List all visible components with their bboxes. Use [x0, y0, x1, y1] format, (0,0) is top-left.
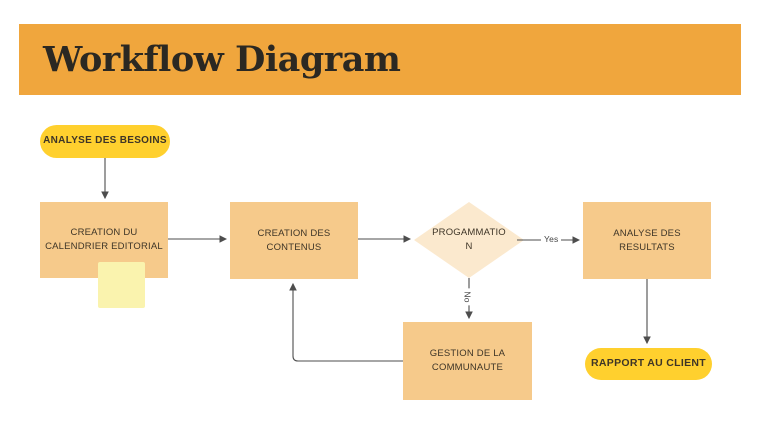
- page-title: Workflow Diagram: [43, 39, 401, 80]
- sticky-note: [98, 262, 145, 308]
- edge-label-yes: Yes: [541, 234, 562, 244]
- node-label: ANALYSE DES RESULTATS: [613, 227, 681, 253]
- node-gestion-de-la-communaute: GESTION DE LA COMMUNAUTE: [403, 322, 532, 400]
- node-analyse-des-besoins: ANALYSE DES BESOINS: [40, 125, 170, 158]
- node-label: CREATION DU CALENDRIER EDITORIAL: [45, 227, 163, 252]
- connector-gestion-back-to-contenus: [289, 282, 403, 362]
- node-label: CREATION DES CONTENUS: [257, 227, 331, 253]
- edge-label-no: No: [462, 288, 473, 306]
- node-label: ANALYSE DES BESOINS: [43, 135, 167, 147]
- node-rapport-au-client: RAPPORT AU CLIENT: [585, 348, 712, 380]
- node-creation-des-contenus: CREATION DES CONTENUS: [230, 202, 358, 279]
- header-banner: Workflow Diagram: [19, 24, 741, 95]
- node-label: GESTION DE LA COMMUNAUTE: [429, 348, 506, 373]
- node-progammation-decision-diamond: PROGAMMATIO N: [414, 202, 524, 278]
- node-label-line1: PROGAMMATIO: [432, 227, 506, 239]
- node-label: RAPPORT AU CLIENT: [591, 357, 706, 370]
- node-analyse-des-resultats: ANALYSE DES RESULTATS: [583, 202, 711, 279]
- node-label-line2: N: [465, 241, 473, 252]
